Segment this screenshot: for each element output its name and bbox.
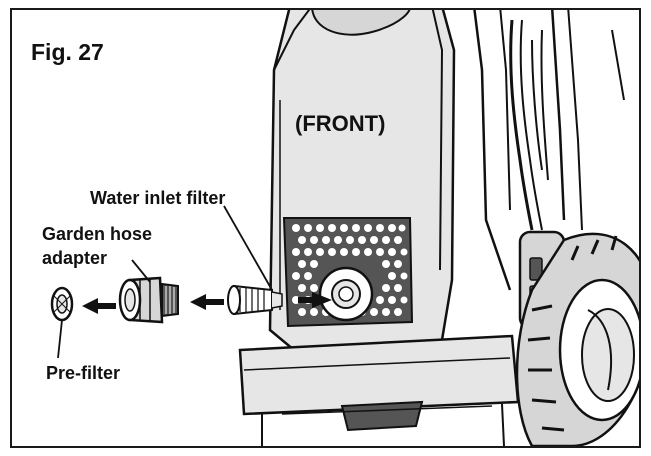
wheel <box>515 232 639 446</box>
view-label: (FRONT) <box>295 111 386 136</box>
garden-hose-adapter-label-line2: adapter <box>42 248 108 268</box>
pre-filter-part <box>50 286 74 322</box>
figure-frame: Fig. 27 (FRONT) Water inlet filter Garde… <box>10 8 641 448</box>
pre-filter-label: Pre-filter <box>46 363 121 383</box>
water-inlet-filter-part <box>227 284 283 316</box>
pressure-washer-illustration <box>50 10 639 446</box>
water-inlet-port <box>318 266 374 322</box>
power-cord <box>509 19 549 231</box>
water-inlet-filter-label: Water inlet filter <box>90 188 226 208</box>
callout-leader-lines <box>57 205 273 359</box>
arrow-left-icon <box>82 298 116 314</box>
arrow-left-icon <box>190 294 224 310</box>
garden-hose-adapter-part <box>118 276 179 324</box>
arrow-left-icon <box>298 292 332 308</box>
garden-hose-adapter-label-line1: Garden hose <box>42 224 153 244</box>
figure-number: Fig. 27 <box>31 39 104 65</box>
handle-frame <box>473 10 625 291</box>
machine-base <box>238 334 520 446</box>
